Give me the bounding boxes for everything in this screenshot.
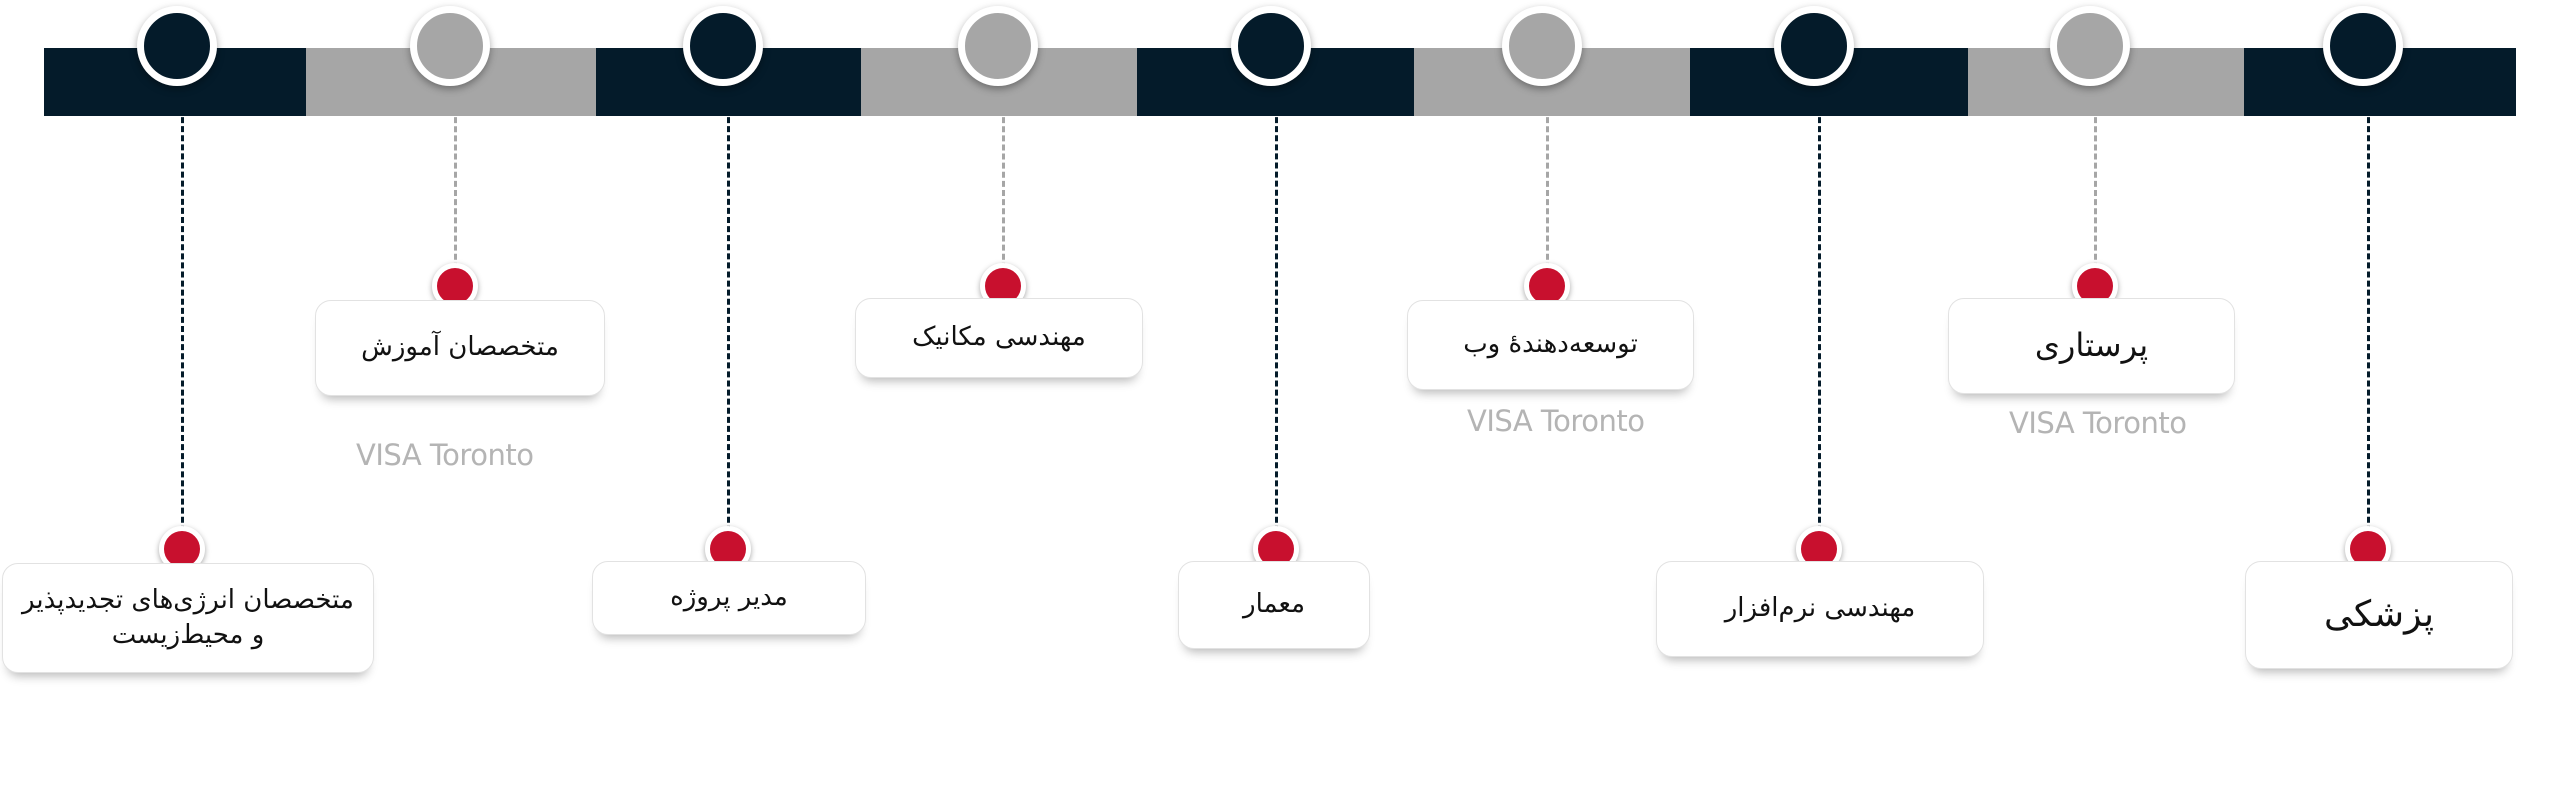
- career-label-2: متخصصان آموزش: [361, 332, 559, 363]
- connector-line-2: [454, 108, 457, 278]
- career-card-2: متخصصان آموزش: [315, 300, 605, 396]
- career-label-1: متخصصان انرژی‌های تجدیدپذیر و محیط‌زیست: [22, 584, 354, 650]
- watermark-2: VISA Toronto: [1467, 404, 1645, 438]
- timeline-node-2: [410, 6, 490, 86]
- career-label-6: توسعه‌دهندهٔ وب: [1463, 329, 1638, 360]
- career-card-8: پرستاری: [1948, 298, 2235, 394]
- connector-line-8: [2094, 108, 2097, 278]
- career-card-5: معمار: [1178, 561, 1370, 649]
- career-label-5: معمار: [1243, 589, 1305, 620]
- career-card-6: توسعه‌دهندهٔ وب: [1407, 300, 1694, 390]
- timeline-node-6: [1502, 6, 1582, 86]
- connector-line-7: [1818, 108, 1821, 550]
- timeline-node-8: [2050, 6, 2130, 86]
- connector-line-9: [2367, 108, 2370, 550]
- career-label-9: پزشکی: [2324, 593, 2434, 635]
- career-card-3: مدیر پروژه: [592, 561, 866, 635]
- career-label-3: مدیر پروژه: [670, 582, 788, 613]
- career-card-4: مهندسی مکانیک: [855, 298, 1143, 378]
- watermark-1: VISA Toronto: [356, 438, 534, 472]
- connector-line-1: [181, 108, 184, 550]
- timeline-node-5: [1231, 6, 1311, 86]
- career-label-8: پرستاری: [2034, 326, 2149, 365]
- career-card-9: پزشکی: [2245, 561, 2513, 669]
- timeline-node-4: [958, 6, 1038, 86]
- timeline-node-9: [2323, 6, 2403, 86]
- connector-line-6: [1546, 108, 1549, 278]
- career-card-1: متخصصان انرژی‌های تجدیدپذیر و محیط‌زیست: [2, 563, 374, 673]
- career-label-7: مهندسی نرم‌افزار: [1724, 593, 1916, 624]
- timeline-node-3: [683, 6, 763, 86]
- connector-line-4: [1002, 108, 1005, 278]
- career-label-4: مهندسی مکانیک: [912, 322, 1086, 353]
- timeline-node-7: [1774, 6, 1854, 86]
- connector-line-3: [727, 108, 730, 550]
- timeline-node-1: [137, 6, 217, 86]
- career-card-7: مهندسی نرم‌افزار: [1656, 561, 1984, 657]
- connector-line-5: [1275, 108, 1278, 550]
- watermark-3: VISA Toronto: [2009, 406, 2187, 440]
